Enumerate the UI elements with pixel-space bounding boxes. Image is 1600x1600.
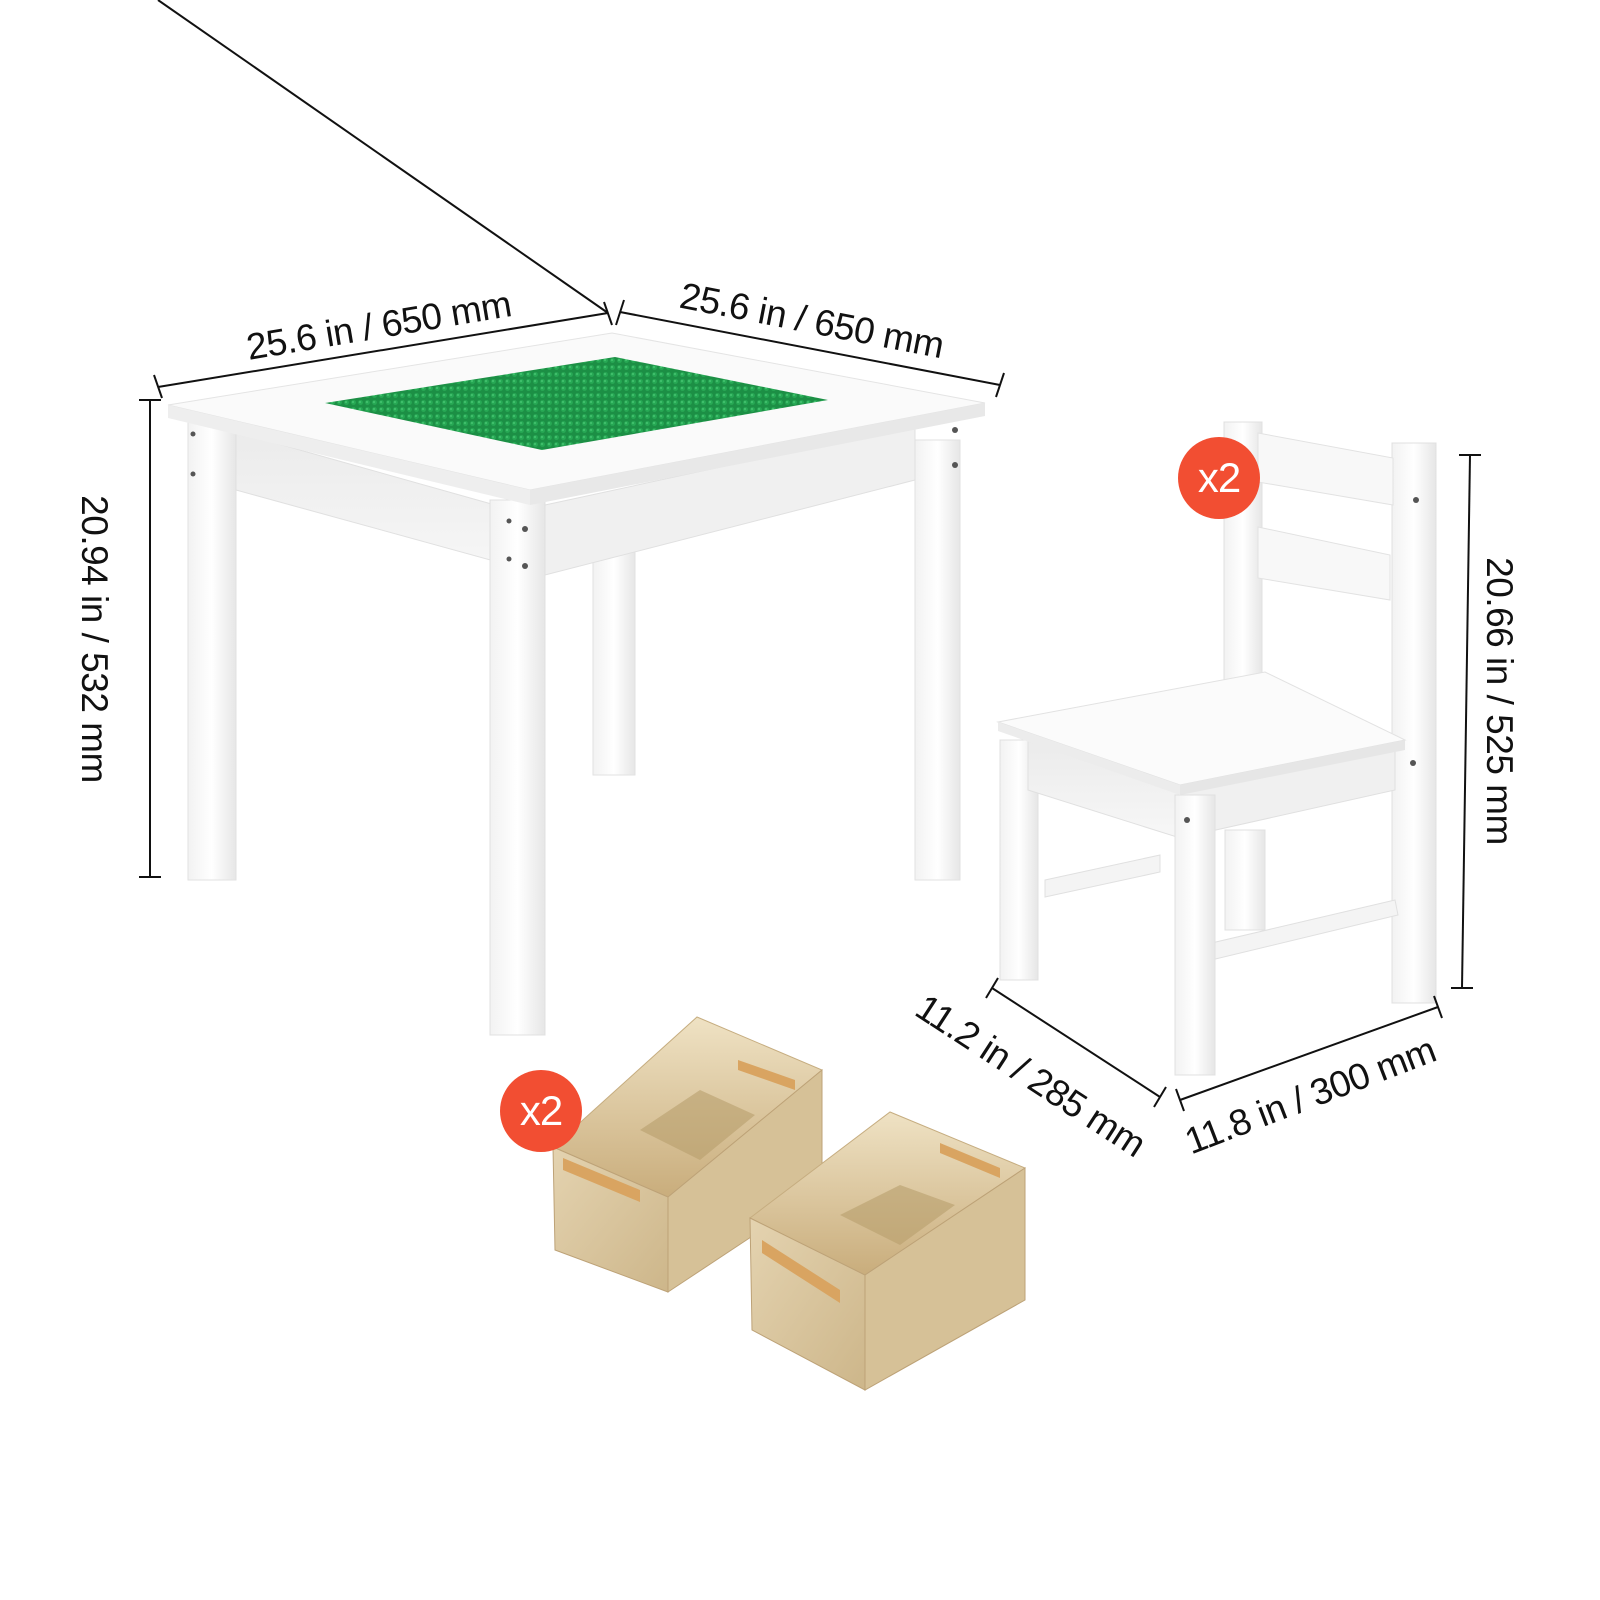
basket-handle <box>762 1240 840 1303</box>
storage-basket-2 <box>749 1111 1027 1391</box>
storage-basket-1 <box>552 1016 823 1293</box>
table-back-left-leg <box>592 544 636 776</box>
chair-top-slat <box>1257 432 1394 506</box>
table-front-leg <box>489 499 546 1036</box>
chair-middle-slat <box>1257 526 1391 601</box>
table-back-right-leg <box>914 439 961 881</box>
chair-front-leg <box>1174 794 1216 1076</box>
basket-handle <box>563 1158 640 1202</box>
chair <box>996 421 1437 1076</box>
table <box>167 332 986 1036</box>
table-height-label: 20.94 in / 532 mm <box>73 495 115 783</box>
chair-quantity-badge: x2 <box>1178 437 1260 519</box>
table-top-edge-right <box>530 403 985 505</box>
table-top-edge-left <box>168 405 530 505</box>
basket-quantity-text: x2 <box>519 1087 563 1134</box>
basket-quantity-badge: x2 <box>500 1070 582 1152</box>
chair-back-right-post <box>1391 442 1437 1004</box>
chair-height-label: 20.66 in / 525 mm <box>1478 557 1520 845</box>
chair-side-stretcher <box>1044 854 1161 898</box>
dimension-lines <box>139 0 1481 1112</box>
chair-quantity-text: x2 <box>1197 454 1241 501</box>
table-left-leg <box>187 419 237 881</box>
building-plate <box>325 357 828 450</box>
